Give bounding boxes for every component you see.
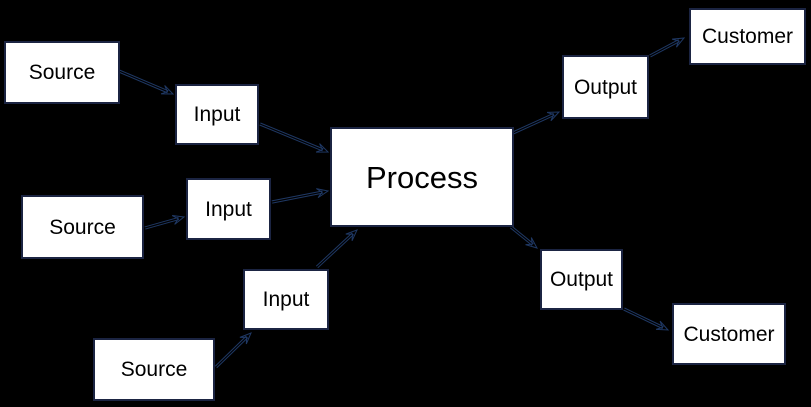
arrowhead-icon [525, 237, 539, 249]
arrow-source-3-to-input-3 [214, 332, 252, 369]
node-customer-2: Customer [672, 303, 786, 365]
node-customer-1: Customer [689, 8, 806, 65]
arrow-source-2-to-input-2 [144, 215, 186, 230]
node-output-2: Output [540, 249, 623, 310]
arrow-process-to-output-2 [509, 225, 539, 249]
arrowhead-icon [546, 111, 561, 122]
arrow-input-2-to-process [271, 188, 330, 204]
arrowhead-icon [671, 37, 686, 48]
node-output-1: Output [562, 55, 649, 119]
arrowhead-icon [345, 229, 358, 242]
arrow-output-2-to-customer-2 [623, 307, 670, 331]
arrow-source-1-to-input-1 [118, 69, 175, 95]
arrow-output-1-to-customer-1 [649, 37, 686, 58]
node-source-2: Source [21, 195, 144, 259]
arrowhead-icon [316, 188, 330, 199]
arrowhead-icon [171, 215, 186, 225]
node-input-1: Input [175, 84, 259, 145]
node-input-3: Input [243, 269, 329, 330]
arrowhead-icon [315, 143, 330, 153]
arrow-input-1-to-process [259, 122, 330, 153]
node-input-2: Input [186, 178, 271, 240]
node-process: Process [330, 127, 514, 227]
node-source-1: Source [4, 41, 120, 104]
arrowhead-icon [655, 320, 670, 331]
arrowhead-icon [160, 85, 175, 95]
arrow-input-3-to-process [315, 229, 358, 269]
arrow-process-to-output-1 [512, 111, 561, 135]
arrowhead-icon [239, 332, 252, 345]
node-source-3: Source [93, 338, 215, 401]
